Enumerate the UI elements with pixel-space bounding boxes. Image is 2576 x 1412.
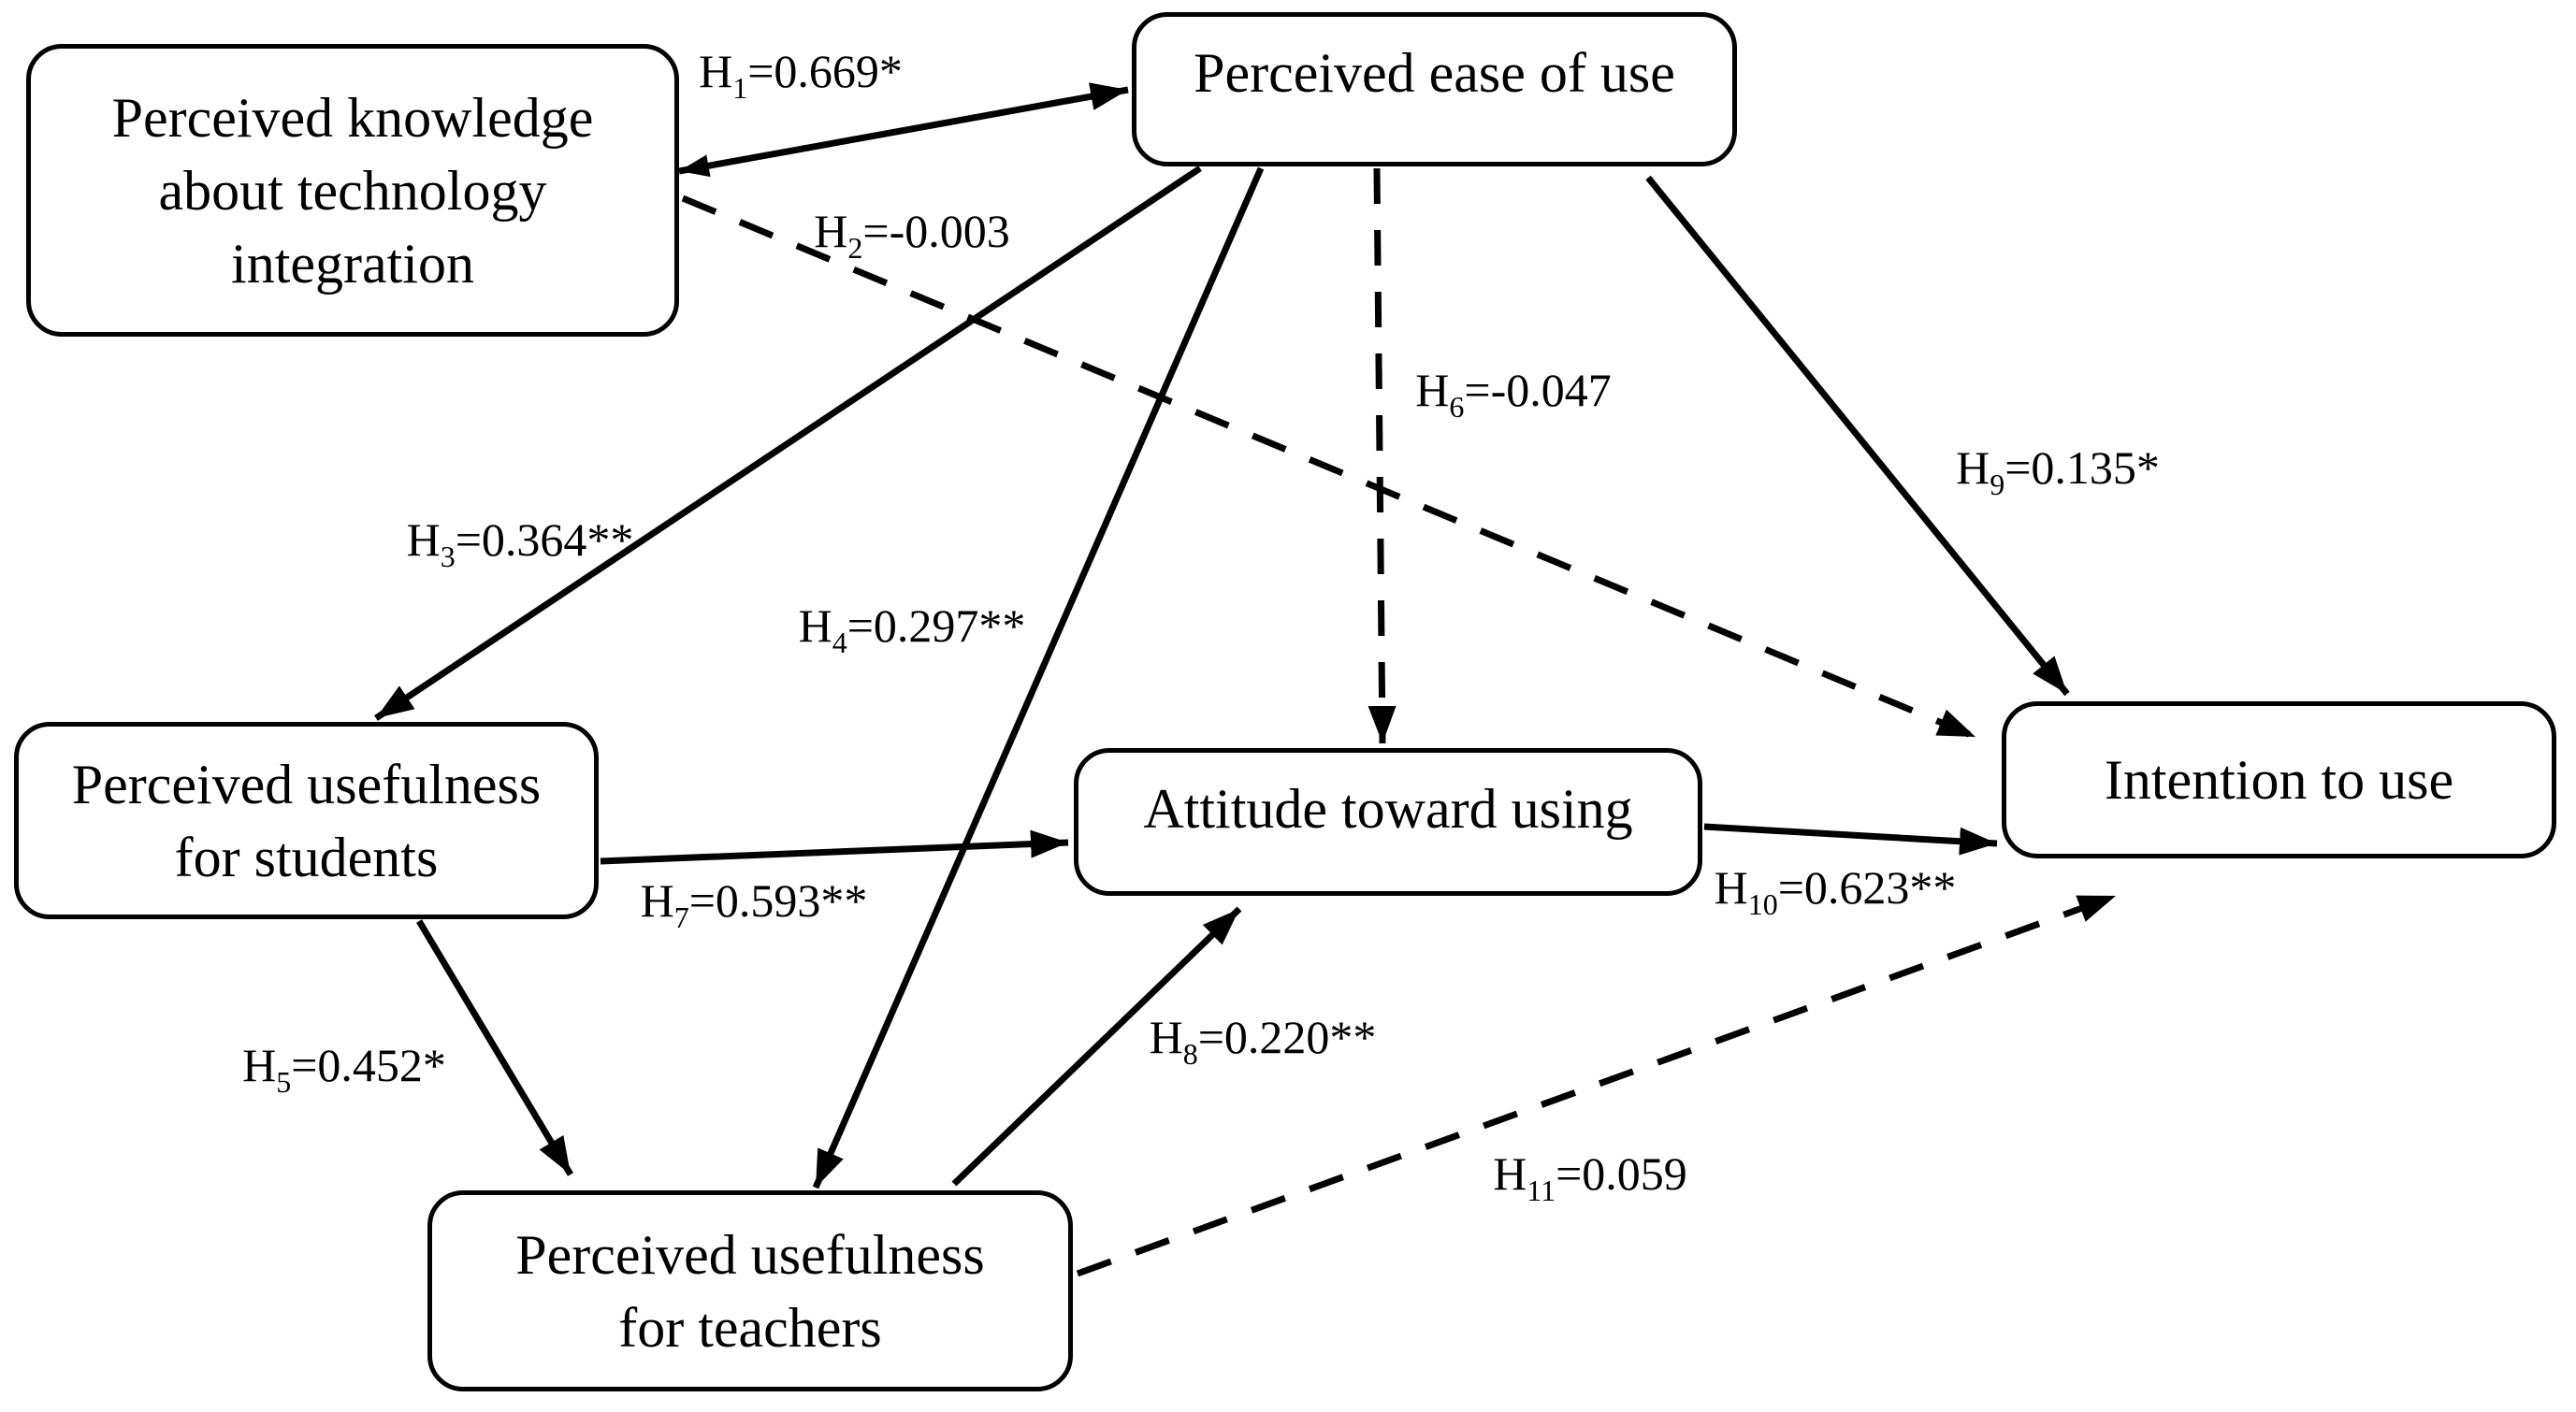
coefficient-value: =0.364** bbox=[455, 513, 634, 566]
hypothesis-subscript: 6 bbox=[1449, 390, 1465, 424]
coefficient-value: =0.452* bbox=[291, 1039, 446, 1091]
hypothesis-letter: H bbox=[1956, 441, 1990, 494]
hypothesis-subscript: 2 bbox=[847, 231, 863, 265]
hypothesis-letter: H bbox=[242, 1039, 277, 1091]
coefficient-value: =0.669* bbox=[747, 45, 903, 97]
edge-h1-path bbox=[678, 82, 1129, 178]
hypothesis-letter: H bbox=[1493, 1147, 1527, 1200]
node-perceived-usefulness-for-teachers: Perceived usefulness for teachers bbox=[427, 1190, 1073, 1391]
hypothesis-letter: H bbox=[699, 45, 733, 97]
coefficient-value: =0.135* bbox=[2004, 441, 2160, 494]
hypothesis-subscript: 10 bbox=[1747, 887, 1778, 921]
hypothesis-subscript: 1 bbox=[732, 71, 748, 105]
node-label-line: Perceived ease of use bbox=[1194, 41, 1675, 104]
edge-h2-path bbox=[681, 195, 1977, 741]
node-label-line: Perceived usefulness bbox=[71, 753, 542, 815]
node-label-line: for students bbox=[174, 826, 439, 888]
edge-h11-label: H11=0.059 bbox=[1493, 1147, 1687, 1205]
coefficient-value: =0.297** bbox=[847, 599, 1026, 652]
node-label-line: Perceived knowledge bbox=[111, 86, 594, 149]
edge-h2-label: H2=-0.003 bbox=[814, 205, 1010, 263]
node-perceived-knowledge-about-technology-integration: Perceived knowledge about technology integ… bbox=[26, 44, 679, 337]
hypothesis-subscript: 5 bbox=[276, 1065, 292, 1099]
hypothesis-subscript: 7 bbox=[673, 901, 689, 934]
edge-h6-label: H6=-0.047 bbox=[1415, 364, 1612, 422]
edge-h11-path bbox=[1076, 892, 2118, 1277]
coefficient-value: =-0.047 bbox=[1464, 364, 1612, 416]
node-label-line: about technology bbox=[158, 159, 547, 222]
coefficient-value: =0.593** bbox=[688, 874, 868, 927]
hypothesis-letter: H bbox=[814, 205, 848, 257]
node-label-line: Intention to use bbox=[2104, 749, 2454, 811]
node-intention-to-use: Intention to use bbox=[2002, 701, 2556, 858]
node-label-line: Perceived usefulness bbox=[515, 1223, 985, 1286]
edge-h9-path bbox=[1645, 175, 2070, 697]
edge-h10-label: H10=0.623** bbox=[1714, 861, 1957, 919]
edge-h10-path bbox=[1703, 823, 1998, 856]
hypothesis-letter: H bbox=[1415, 364, 1450, 416]
hypothesis-letter: H bbox=[640, 874, 674, 927]
hypothesis-letter: H bbox=[798, 599, 832, 652]
edge-h9-label: H9=0.135* bbox=[1956, 441, 2160, 499]
coefficient-value: =0.220** bbox=[1197, 1011, 1377, 1063]
node-label-line: Attitude toward using bbox=[1143, 778, 1633, 840]
edge-h4-path bbox=[812, 166, 1265, 1189]
hypothesis-subscript: 4 bbox=[832, 626, 847, 659]
coefficient-value: =0.059 bbox=[1556, 1147, 1687, 1200]
edge-h4-label: H4=0.297** bbox=[798, 599, 1026, 657]
node-attitude-toward-using: Attitude toward using bbox=[1074, 748, 1702, 896]
edge-h5-label: H5=0.452* bbox=[242, 1039, 446, 1097]
hypothesis-subscript: 11 bbox=[1527, 1174, 1556, 1207]
edge-h7-path bbox=[600, 829, 1069, 865]
edge-h1-label: H1=0.669* bbox=[699, 45, 903, 103]
node-label-line: for teachers bbox=[618, 1296, 882, 1359]
edge-h5-path bbox=[415, 919, 574, 1176]
hypothesis-subscript: 3 bbox=[440, 540, 456, 573]
coefficient-value: =-0.003 bbox=[862, 205, 1010, 257]
edge-h8-label: H8=0.220** bbox=[1149, 1011, 1377, 1069]
edge-h7-label: H7=0.593** bbox=[640, 874, 868, 932]
coefficient-value: =0.623** bbox=[1777, 861, 1957, 914]
hypothesis-subscript: 9 bbox=[1990, 468, 2005, 501]
node-label-line: integration bbox=[231, 232, 474, 295]
edge-h3-label: H3=0.364** bbox=[406, 513, 634, 571]
node-perceived-usefulness-for-students: Perceived usefulness for students bbox=[14, 722, 599, 919]
edge-h8-path bbox=[951, 906, 1242, 1187]
edge-h6-path bbox=[1368, 167, 1397, 744]
hypothesis-subscript: 8 bbox=[1182, 1037, 1198, 1071]
hypothesis-letter: H bbox=[406, 513, 441, 566]
hypothesis-letter: H bbox=[1149, 1011, 1183, 1063]
edge-h3-path bbox=[374, 166, 1202, 721]
node-perceived-ease-of-use: Perceived ease of use bbox=[1132, 12, 1737, 166]
hypothesis-letter: H bbox=[1714, 861, 1748, 914]
